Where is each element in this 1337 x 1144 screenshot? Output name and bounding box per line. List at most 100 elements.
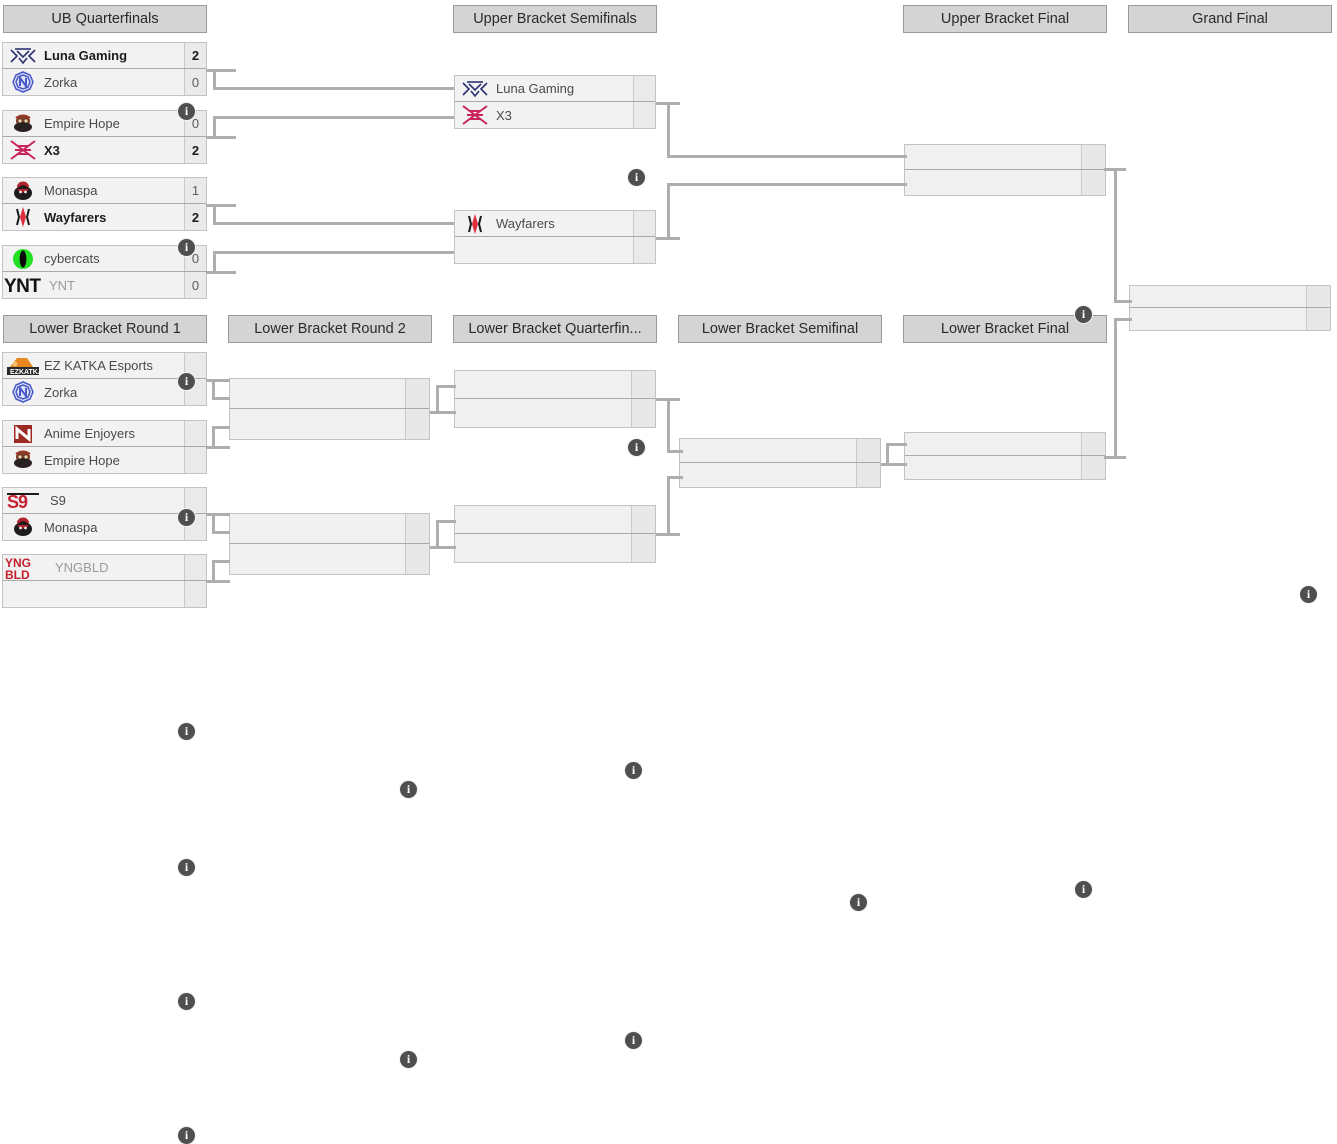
x3-logo xyxy=(6,138,40,162)
match-row-bottom[interactable]: Zorka 0 xyxy=(3,69,206,95)
info-icon[interactable]: i xyxy=(628,169,645,186)
match-row-top[interactable]: Monaspa 1 xyxy=(3,178,206,204)
match-row-top[interactable]: Luna Gaming xyxy=(455,76,655,102)
match-row-top[interactable] xyxy=(905,145,1105,170)
round-header-ub-final[interactable]: Upper Bracket Final xyxy=(903,5,1107,33)
team-logo-placeholder xyxy=(458,536,492,560)
match-lb-r1-m4[interactable]: YNG BLD YNGBLD i xyxy=(2,554,207,1144)
match-lb-qf1[interactable]: i xyxy=(454,370,656,779)
team-name: Zorka xyxy=(44,74,78,90)
match-grand-final[interactable]: i xyxy=(1129,285,1331,603)
info-icon[interactable]: i xyxy=(628,439,645,456)
svg-text:YNG: YNG xyxy=(5,556,31,570)
team-score: 0 xyxy=(184,272,206,298)
info-icon[interactable]: i xyxy=(178,103,195,120)
match-row-top[interactable]: Empire Hope 0 xyxy=(3,111,206,137)
connector xyxy=(436,385,439,414)
match-row-top[interactable]: S9 S9 xyxy=(3,488,206,514)
match-row-bottom[interactable]: X3 xyxy=(455,102,655,128)
match-row-top[interactable] xyxy=(680,439,880,463)
match-row-bottom[interactable] xyxy=(455,237,655,263)
match-row-bottom[interactable] xyxy=(230,544,429,574)
team-name: YNGBLD xyxy=(55,560,109,575)
round-header-grand-final[interactable]: Grand Final xyxy=(1128,5,1332,33)
round-header-lb-round1[interactable]: Lower Bracket Round 1 xyxy=(3,315,207,343)
match-row-bottom[interactable] xyxy=(3,581,206,607)
svg-text:S9: S9 xyxy=(7,492,28,511)
match-row-top[interactable] xyxy=(230,514,429,544)
match-lb-r1-m2[interactable]: Anime Enjoyers Empire Hope i xyxy=(2,420,207,876)
match-row-bottom[interactable]: Zorka xyxy=(3,379,206,405)
match-row-top[interactable]: cybercats 0 xyxy=(3,246,206,272)
match-row-bottom[interactable] xyxy=(1130,308,1330,330)
round-header-lb-final[interactable]: Lower Bracket Final xyxy=(903,315,1107,343)
match-row-bottom[interactable]: YNT YNT 0 xyxy=(3,272,206,298)
connector xyxy=(1114,300,1132,303)
match-row-bottom[interactable] xyxy=(680,463,880,487)
match-row-bottom[interactable] xyxy=(905,170,1105,195)
match-ub-sf1[interactable]: Luna Gaming X3 i xyxy=(454,75,656,186)
match-ub-qf3[interactable]: Monaspa 1 Wayfarers 2 i xyxy=(2,177,207,390)
match-row-bottom[interactable]: Empire Hope xyxy=(3,447,206,473)
match-row-bottom[interactable]: Monaspa xyxy=(3,514,206,540)
match-ub-final[interactable]: i xyxy=(904,144,1106,323)
round-header-lb-quarterfinals[interactable]: Lower Bracket Quarterfin... xyxy=(453,315,657,343)
match-lb-semifinal[interactable]: i xyxy=(679,438,881,911)
match-row-top[interactable]: YNG BLD YNGBLD xyxy=(3,555,206,581)
match-row-bottom[interactable] xyxy=(455,534,655,562)
info-icon[interactable]: i xyxy=(178,239,195,256)
match-row-top[interactable] xyxy=(905,433,1105,456)
match-row-bottom[interactable] xyxy=(905,456,1105,479)
match-ub-sf2[interactable]: Wayfarers i xyxy=(454,210,656,456)
round-header-ub-semifinals[interactable]: Upper Bracket Semifinals xyxy=(453,5,657,33)
info-icon[interactable]: i xyxy=(850,894,867,911)
match-row-bottom[interactable] xyxy=(230,409,429,439)
info-icon[interactable]: i xyxy=(178,723,195,740)
team-logo-placeholder xyxy=(233,547,267,571)
connector xyxy=(212,513,215,534)
info-icon[interactable]: i xyxy=(178,373,195,390)
match-lb-r2-m1[interactable]: i xyxy=(229,378,430,798)
round-header-lb-semifinal[interactable]: Lower Bracket Semifinal xyxy=(678,315,882,343)
team-score xyxy=(184,421,206,446)
match-row-bottom[interactable]: X3 2 xyxy=(3,137,206,163)
match-ub-qf4[interactable]: cybercats 0 YNT YNT 0 i xyxy=(2,245,207,526)
round-header-ub-quarterfinals[interactable]: UB Quarterfinals xyxy=(3,5,207,33)
connector xyxy=(436,385,456,388)
info-icon[interactable]: i xyxy=(1075,306,1092,323)
match-row-top[interactable] xyxy=(455,506,655,534)
info-icon[interactable]: i xyxy=(178,993,195,1010)
info-icon[interactable]: i xyxy=(1075,881,1092,898)
match-row-top[interactable] xyxy=(1130,286,1330,308)
round-header-lb-round2[interactable]: Lower Bracket Round 2 xyxy=(228,315,432,343)
info-icon[interactable]: i xyxy=(178,509,195,526)
match-lb-r2-m2[interactable]: i xyxy=(229,513,430,1068)
info-icon[interactable]: i xyxy=(625,1032,642,1049)
team-score xyxy=(1306,308,1330,330)
match-row-top[interactable]: Wayfarers xyxy=(455,211,655,237)
info-icon[interactable]: i xyxy=(178,1127,195,1144)
info-icon[interactable]: i xyxy=(400,1051,417,1068)
match-row-top[interactable]: Luna Gaming 2 xyxy=(3,43,206,69)
match-row-top[interactable]: Anime Enjoyers xyxy=(3,421,206,447)
connector xyxy=(667,476,683,479)
match-row-top[interactable] xyxy=(230,379,429,409)
connector xyxy=(436,520,439,549)
match-lb-r1-m3[interactable]: S9 S9 Monaspa i xyxy=(2,487,207,1010)
match-lb-final[interactable]: i xyxy=(904,432,1106,898)
match-row-bottom[interactable]: Wayfarers 2 xyxy=(3,204,206,230)
info-icon[interactable]: i xyxy=(178,859,195,876)
info-icon[interactable]: i xyxy=(625,762,642,779)
team-score xyxy=(184,581,206,607)
match-lb-qf2[interactable]: i xyxy=(454,505,656,1049)
match-ub-qf1[interactable]: Luna Gaming 2 Zorka 0 i xyxy=(2,42,207,120)
info-icon[interactable]: i xyxy=(1300,586,1317,603)
connector xyxy=(667,155,907,158)
match-row-top[interactable] xyxy=(455,371,655,399)
info-icon[interactable]: i xyxy=(400,781,417,798)
match-ub-qf2[interactable]: Empire Hope 0 X3 2 i xyxy=(2,110,207,256)
monaspa-logo xyxy=(6,515,40,539)
match-row-bottom[interactable] xyxy=(455,399,655,427)
